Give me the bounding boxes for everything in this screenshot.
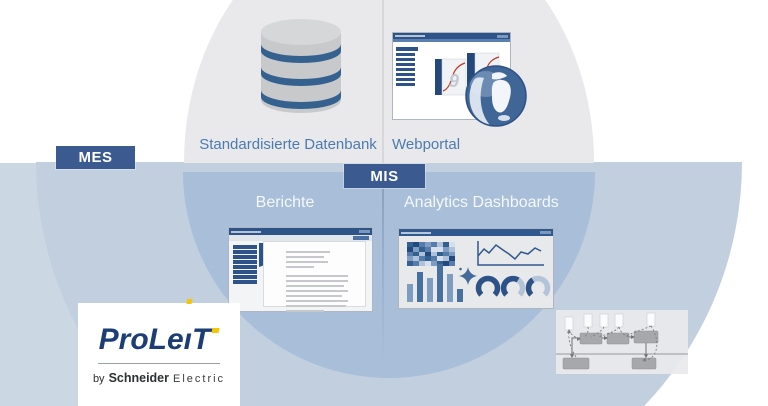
linechart-series (477, 243, 542, 261)
gauges-art (475, 275, 551, 297)
report-lines-long (286, 275, 348, 312)
brand-t: T (192, 323, 211, 356)
label-analytics-dashboards: Analytics Dashboards (404, 194, 559, 211)
barchart-art (407, 264, 471, 302)
brand-i: ı (184, 299, 193, 355)
byline-by: by (92, 373, 105, 385)
byline-schneider: Schneider (108, 371, 169, 385)
logo-divider (98, 363, 220, 364)
quadrant-divider-top (382, 0, 384, 163)
toolbar-chip (353, 236, 369, 240)
mis-badge: MIS (344, 164, 425, 188)
report-page (263, 241, 366, 312)
box-number-left: 9 (449, 71, 459, 91)
brand-text: ProLe (98, 323, 184, 356)
dashboard-window (398, 228, 554, 309)
dashboard-titlebar (399, 229, 553, 236)
berichte-sidebar (233, 245, 257, 284)
yellow-i-dot (186, 299, 193, 304)
proleit-wordmark: ProLe ı T (98, 299, 220, 356)
titlebar-chip (497, 34, 508, 38)
webportal-sidebar (396, 47, 418, 86)
label-webportal: Webportal (392, 136, 461, 153)
titlebar-text-placeholder (231, 230, 261, 233)
sparkle-icon (459, 267, 477, 285)
titlebar-chip (540, 231, 551, 234)
linechart-art (477, 241, 544, 266)
webportal-toolbar (393, 39, 510, 42)
globe-icon (465, 65, 527, 127)
byline-electric: Electric (173, 373, 226, 385)
titlebar-text-placeholder (401, 231, 431, 234)
mes-badge: MES (56, 146, 135, 169)
flowchart-graphic (556, 310, 688, 374)
gray-half-disc (184, 0, 594, 163)
berichte-toolbar (229, 235, 372, 241)
yellow-t-accent (211, 328, 220, 333)
webportal-titlebar (393, 33, 510, 39)
berichte-window (228, 227, 373, 312)
titlebar-text-placeholder (395, 35, 425, 37)
heatmap-art (407, 242, 455, 266)
proleit-logo-box: ProLe ı T by Schneider Electric (78, 299, 240, 406)
quadrant-divider-bottom (382, 189, 384, 361)
titlebar-chip (359, 230, 370, 233)
logo-byline: by Schneider Electric (93, 371, 225, 385)
berichte-titlebar (229, 228, 372, 235)
gray-half-disc-clip (0, 0, 768, 163)
label-standardisierte-datenbank: Standardisierte Datenbank (199, 136, 377, 153)
label-berichte: Berichte (255, 194, 315, 211)
database-icon (261, 19, 341, 113)
report-lines-short (286, 251, 330, 268)
